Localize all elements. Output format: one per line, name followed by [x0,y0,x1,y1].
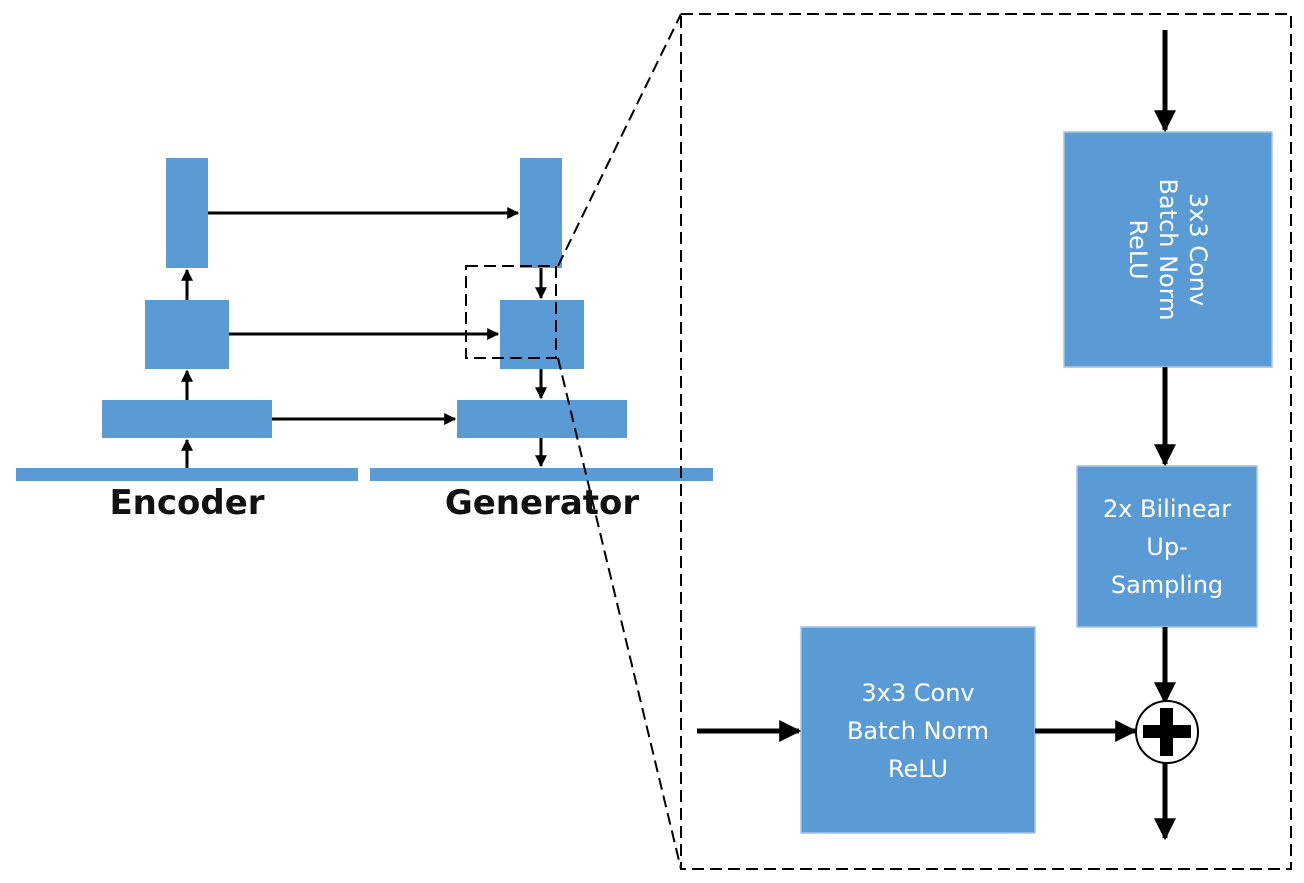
conv-block-top-line-3: ReLU [1124,219,1152,279]
zoom-region-box [465,265,557,359]
encoder-block-3 [166,158,208,268]
conv-block-bottom-line-3: ReLU [888,755,948,783]
zoom-guide-bottom [557,357,682,870]
generator-block-1 [457,400,627,438]
encoder-block-2 [145,300,229,369]
generator-base-bar [370,468,713,481]
upsampling-block [1076,465,1258,628]
upsampling-line-2: Up- [1146,533,1187,561]
zoom-guide-top [557,13,682,267]
encoder-base-bar [16,468,358,481]
conv-block-bottom [800,626,1036,834]
encoder-generator-overview: Encoder Generator [16,158,713,523]
encoder-block-1 [102,400,272,438]
conv-block-top-line-2: Batch Norm [1154,178,1182,320]
conv-block-bottom-line-2: Batch Norm [847,717,989,745]
upsampling-line-3: Sampling [1111,571,1223,599]
detail-frame [680,13,1292,870]
generator-label: Generator [445,483,640,523]
encoder-label: Encoder [109,483,264,523]
conv-block-top-text: 3x3 Conv Batch Norm ReLU [1124,178,1212,320]
conv-block-top [1063,131,1273,368]
generator-block-detail: 3x3 Conv Batch Norm ReLU 2x Bilinear Up-… [680,13,1292,870]
sum-node-icon [1135,700,1199,764]
conv-block-top-line-1: 3x3 Conv [1184,193,1212,306]
upsampling-line-1: 2x Bilinear [1103,495,1231,523]
conv-block-bottom-line-1: 3x3 Conv [861,679,974,707]
generator-block-3 [520,158,562,268]
